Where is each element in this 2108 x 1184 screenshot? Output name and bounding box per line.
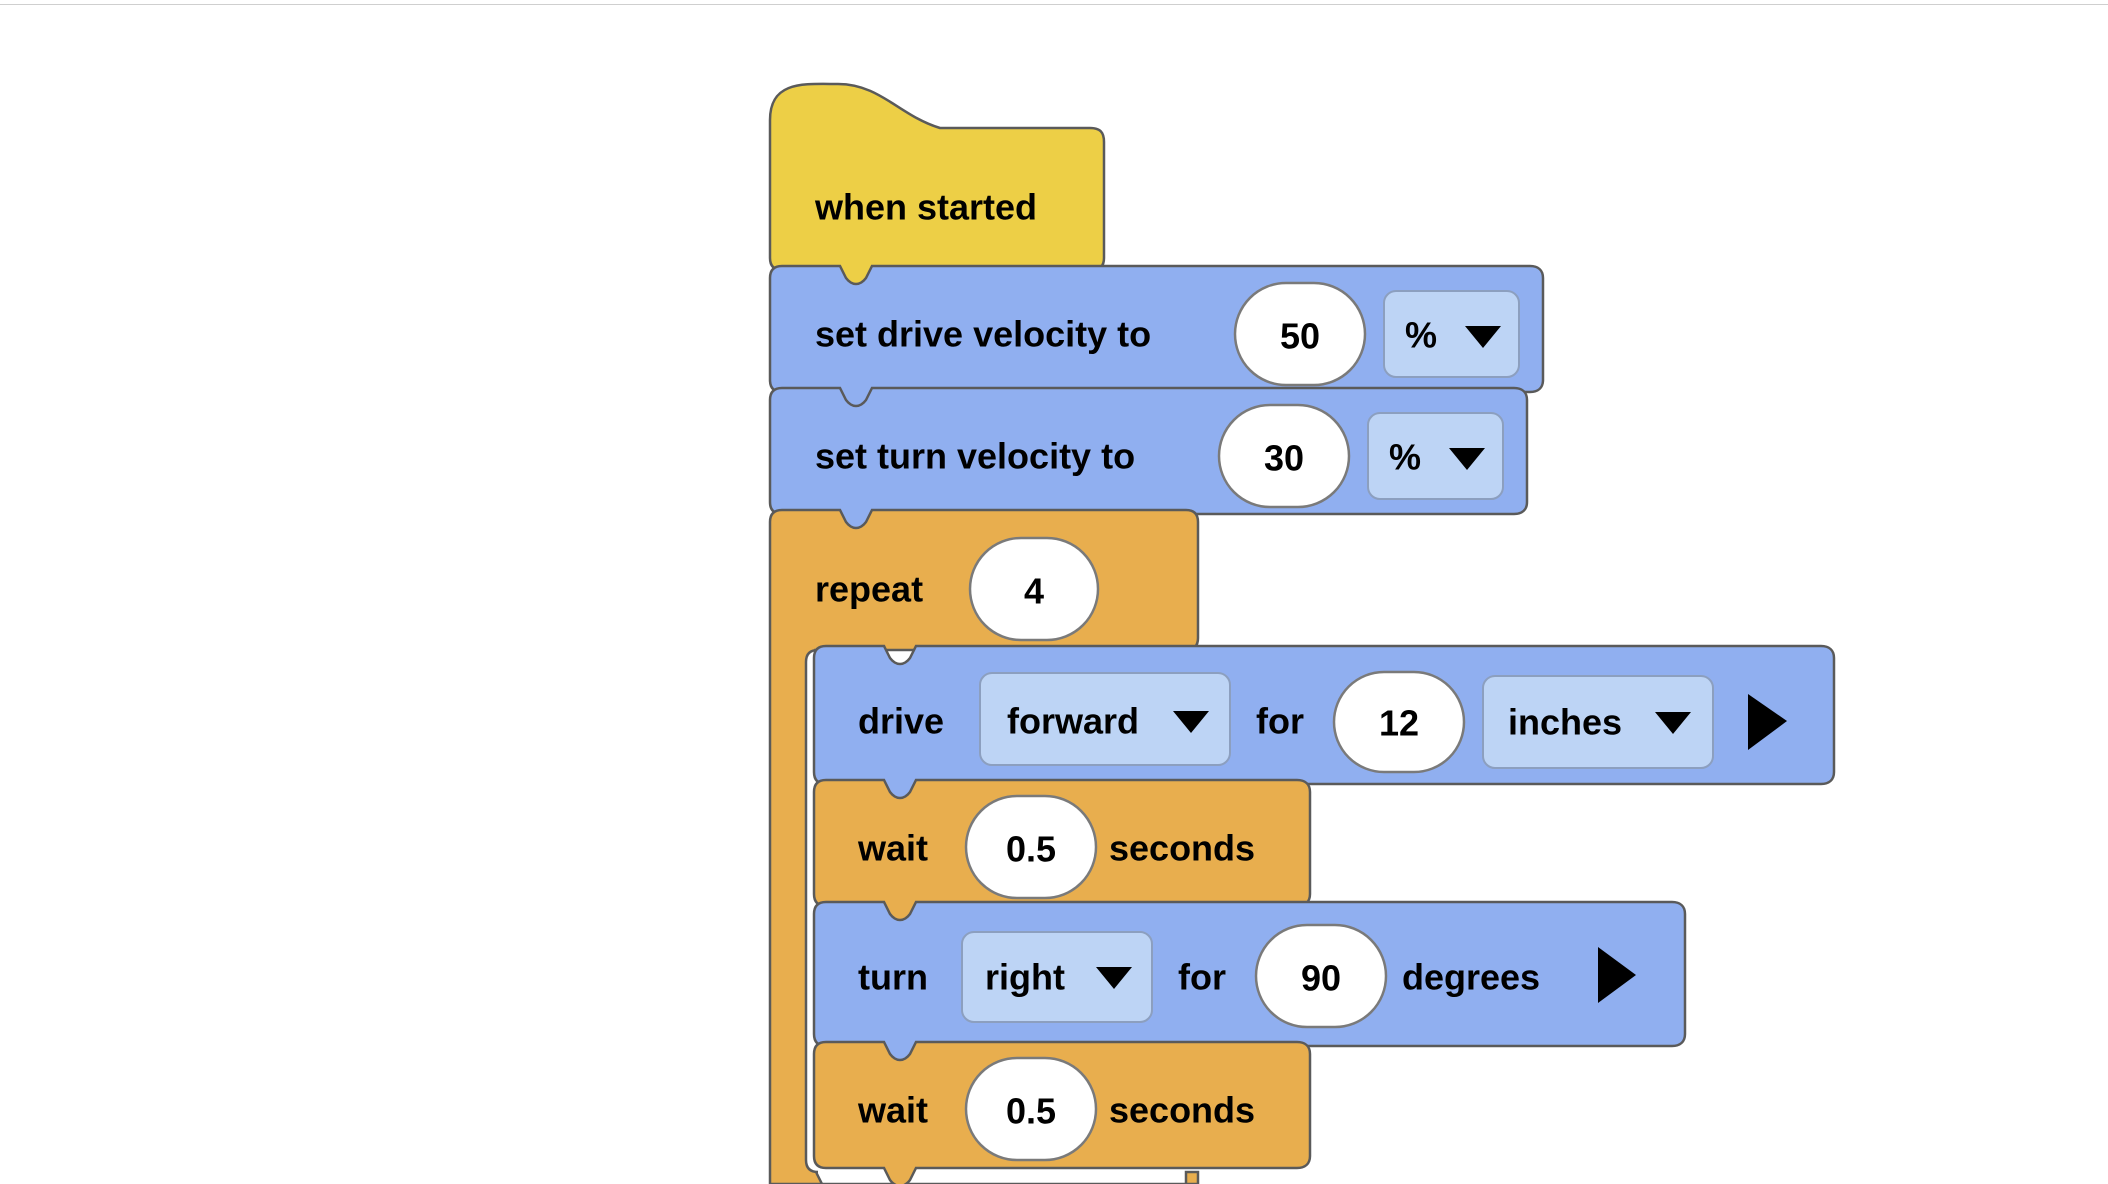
when-started-label: when started [814,187,1037,228]
turn-degrees-field[interactable]: 90 [1254,923,1388,1029]
set-turn-velocity-value-field[interactable]: 30 [1217,403,1351,509]
play-triangle-icon[interactable] [1748,694,1787,750]
set-turn-velocity-label: set turn velocity to [815,436,1135,477]
drive-for-label: for [1256,701,1304,742]
set-drive-velocity-label: set drive velocity to [815,314,1151,355]
chevron-down-icon[interactable] [1173,711,1209,733]
chevron-down-icon[interactable] [1465,326,1501,348]
top-divider-rule [0,4,2108,5]
chevron-down-icon[interactable] [1449,448,1485,470]
set-drive-velocity-value: 50 [1280,316,1320,357]
wait-2-duration-value: 0.5 [1006,1091,1056,1132]
block-set-drive-velocity[interactable]: set drive velocity to 50 % [768,264,1545,412]
chevron-down-icon[interactable] [1655,712,1691,734]
set-turn-velocity-unit: % [1389,437,1421,478]
set-drive-velocity-unit: % [1405,315,1437,356]
block-wait-1[interactable]: wait 0.5 seconds [812,778,1312,926]
drive-unit-value: inches [1508,702,1622,743]
repeat-count-value: 4 [1024,571,1044,612]
block-wait-2[interactable]: wait 0.5 seconds [812,1040,1312,1184]
play-triangle-icon[interactable] [1598,947,1636,1003]
wait-2-label: wait [857,1090,928,1131]
block-drive-forward[interactable]: drive forward for 12 inches [812,644,1836,804]
turn-label: turn [858,957,928,998]
drive-distance-field[interactable]: 12 [1332,670,1466,774]
set-turn-velocity-unit-dropdown[interactable]: % [1367,412,1504,500]
set-turn-velocity-value: 30 [1264,438,1304,479]
block-turn-right[interactable]: turn right for 90 degrees [812,900,1687,1066]
drive-label: drive [858,701,944,742]
block-when-started[interactable]: when started [768,82,1106,290]
wait-2-seconds-label: seconds [1109,1090,1255,1131]
wait-1-duration-field[interactable]: 0.5 [964,794,1098,900]
turn-for-label: for [1178,957,1226,998]
turn-degrees-label: degrees [1402,957,1540,998]
turn-degrees-value: 90 [1301,958,1341,999]
wait-1-seconds-label: seconds [1109,828,1255,869]
chevron-down-icon[interactable] [1096,967,1132,989]
drive-unit-dropdown[interactable]: inches [1482,675,1714,769]
block-set-turn-velocity[interactable]: set turn velocity to 30 % [768,386,1529,534]
drive-distance-value: 12 [1379,703,1419,744]
set-drive-velocity-value-field[interactable]: 50 [1233,281,1367,387]
wait-2-duration-field[interactable]: 0.5 [964,1056,1098,1162]
turn-direction-value: right [985,957,1065,998]
wait-1-duration-value: 0.5 [1006,829,1056,870]
wait-1-label: wait [857,828,928,869]
set-drive-velocity-unit-dropdown[interactable]: % [1383,290,1520,378]
drive-direction-value: forward [1007,701,1139,742]
turn-direction-dropdown[interactable]: right [961,931,1153,1023]
repeat-label: repeat [815,569,923,610]
drive-direction-dropdown[interactable]: forward [979,672,1231,766]
repeat-count-field[interactable]: 4 [968,536,1100,642]
